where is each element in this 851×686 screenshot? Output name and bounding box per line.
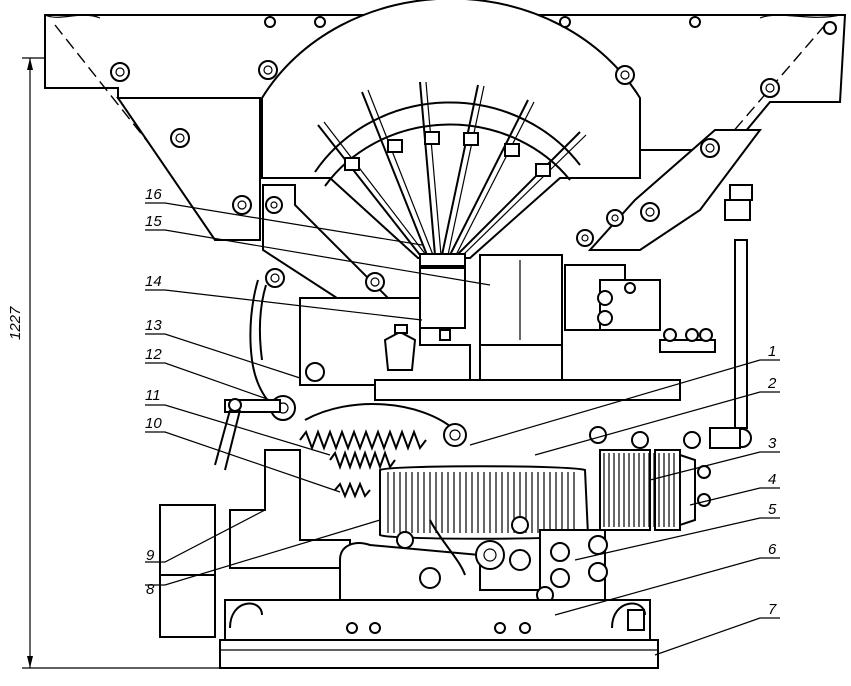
- callout-4: 4: [768, 471, 776, 488]
- base-rail: [219, 599, 659, 669]
- small-insulators: [589, 328, 716, 449]
- leader-lines: [145, 202, 780, 656]
- callout-6: 6: [768, 541, 777, 558]
- side-plates: [116, 97, 762, 301]
- callout-3: 3: [768, 435, 777, 452]
- callout-14: 14: [145, 273, 162, 290]
- callout-labels: 1 2 3 4 5 6 7 8 9 10 11 12 13 14 15 16: [145, 186, 777, 618]
- callout-7: 7: [768, 601, 777, 618]
- callout-8: 8: [146, 581, 155, 598]
- left-linkage: [214, 279, 325, 471]
- callout-5: 5: [768, 501, 777, 518]
- callout-10: 10: [145, 415, 162, 432]
- callout-15: 15: [145, 213, 162, 230]
- fan-clamp-block: [419, 253, 466, 267]
- contact-fan: [261, 0, 641, 267]
- rod-clamps: [344, 131, 551, 177]
- frame-bolts: [110, 16, 837, 292]
- callout-9: 9: [146, 547, 155, 564]
- callout-11: 11: [145, 387, 161, 404]
- right-coil-pack: [599, 449, 711, 531]
- dimension-label: 1227: [7, 306, 24, 340]
- springs: [269, 403, 467, 510]
- callout-16: 16: [145, 186, 162, 203]
- arc-chute-blocks: [419, 254, 661, 381]
- main-coil: [379, 465, 590, 540]
- callout-12: 12: [145, 346, 162, 363]
- callout-2: 2: [767, 375, 777, 392]
- height-dimension: 1227: [7, 57, 220, 669]
- callout-1: 1: [768, 343, 776, 360]
- right-arm: [709, 184, 753, 449]
- fan-rods: [317, 81, 587, 256]
- callout-13: 13: [145, 317, 162, 334]
- mid-deck: [299, 297, 681, 401]
